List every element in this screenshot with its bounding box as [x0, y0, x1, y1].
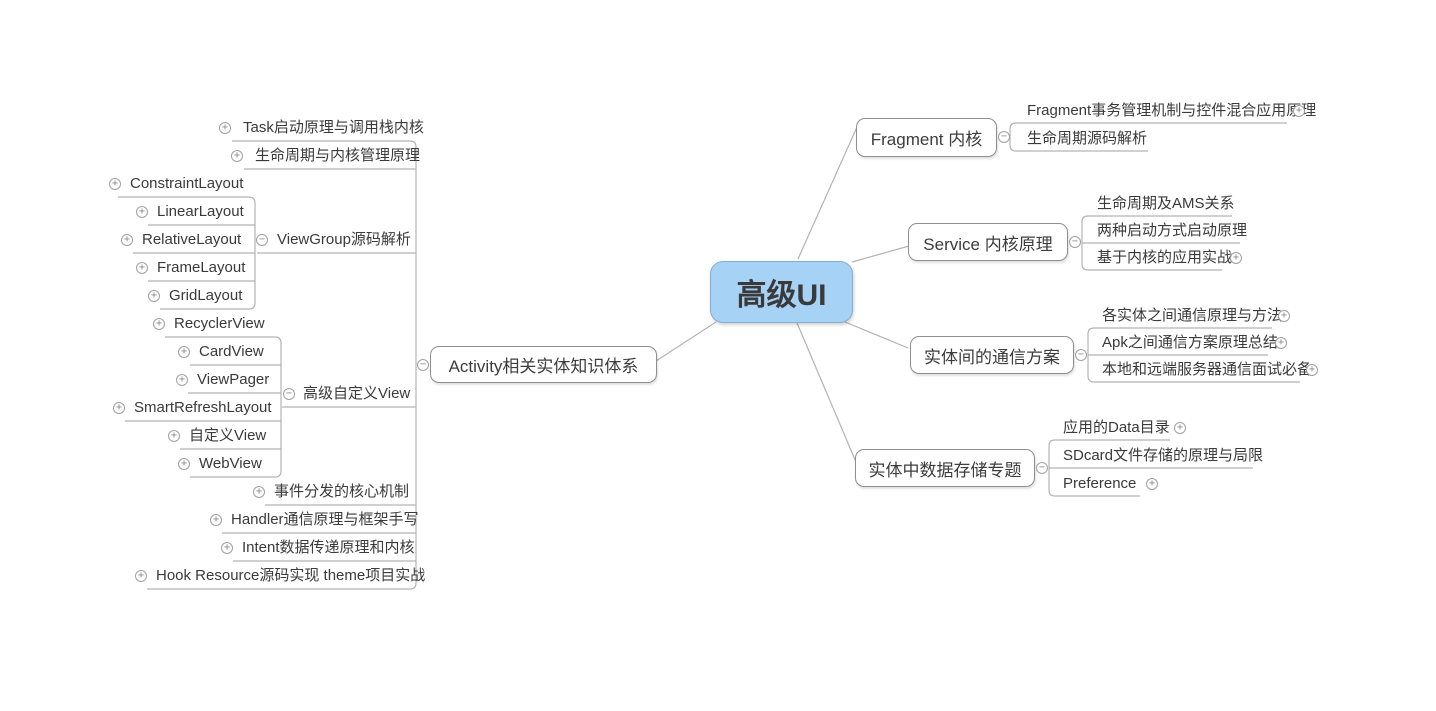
minus-toggle-icon[interactable]: −: [1075, 349, 1087, 361]
branch-service[interactable]: Service 内核原理: [908, 223, 1068, 261]
plus-toggle-icon[interactable]: +: [1174, 422, 1186, 434]
topic-smartrefreshlayout[interactable]: SmartRefreshLayout: [134, 399, 272, 416]
topic-recyclerview[interactable]: RecyclerView: [174, 315, 265, 332]
plus-toggle-icon[interactable]: +: [153, 318, 165, 330]
plus-toggle-icon[interactable]: +: [176, 374, 188, 386]
topic-entity-communication[interactable]: 各实体之间通信原理与方法: [1102, 307, 1283, 324]
branch-fragment[interactable]: Fragment 内核: [856, 118, 997, 157]
plus-toggle-icon[interactable]: +: [113, 402, 125, 414]
plus-toggle-icon[interactable]: +: [121, 234, 133, 246]
central-topic[interactable]: 高级UI: [710, 261, 853, 323]
plus-toggle-icon[interactable]: +: [136, 262, 148, 274]
topic-service-kernel-practice[interactable]: 基于内核的应用实战: [1097, 249, 1233, 266]
topic-constraintlayout[interactable]: ConstraintLayout: [130, 175, 244, 192]
topic-hook-resource[interactable]: Hook Resource源码实现 theme项目实战: [156, 567, 426, 584]
topic-linearlayout[interactable]: LinearLayout: [157, 203, 244, 220]
topic-fragment-lifecycle[interactable]: 生命周期源码解析: [1027, 130, 1148, 147]
topic-framelayout[interactable]: FrameLayout: [157, 259, 246, 276]
plus-toggle-icon[interactable]: +: [109, 178, 121, 190]
plus-toggle-icon[interactable]: +: [231, 150, 243, 162]
topic-apk-communication[interactable]: Apk之间通信方案原理总结: [1102, 334, 1278, 351]
topic-service-lifecycle-ams[interactable]: 生命周期及AMS关系: [1097, 195, 1235, 212]
plus-toggle-icon[interactable]: +: [135, 570, 147, 582]
plus-toggle-icon[interactable]: +: [1230, 252, 1242, 264]
plus-toggle-icon[interactable]: +: [221, 542, 233, 554]
topic-remote-server-communication[interactable]: 本地和远端服务器通信面试必备: [1102, 361, 1313, 378]
plus-toggle-icon[interactable]: +: [253, 486, 265, 498]
topic-sdcard-storage[interactable]: SDcard文件存储的原理与局限: [1063, 447, 1264, 464]
topic-task-stack[interactable]: Task启动原理与调用栈内核: [243, 119, 424, 136]
topic-fragment-transaction[interactable]: Fragment事务管理机制与控件混合应用原理: [1027, 102, 1317, 119]
topic-viewpager[interactable]: ViewPager: [197, 371, 270, 388]
topic-gridlayout[interactable]: GridLayout: [169, 287, 243, 304]
plus-toggle-icon[interactable]: +: [178, 346, 190, 358]
minus-toggle-icon[interactable]: −: [417, 359, 429, 371]
topic-viewgroup-source[interactable]: ViewGroup源码解析: [277, 231, 411, 248]
branch-activity[interactable]: Activity相关实体知识体系: [430, 346, 657, 383]
plus-toggle-icon[interactable]: +: [1275, 337, 1287, 349]
topic-lifecycle-kernel[interactable]: 生命周期与内核管理原理: [255, 147, 421, 164]
topic-advanced-custom-view[interactable]: 高级自定义View: [303, 385, 411, 402]
topic-custom-view[interactable]: 自定义View: [189, 427, 267, 444]
plus-toggle-icon[interactable]: +: [1278, 310, 1290, 322]
plus-toggle-icon[interactable]: +: [148, 290, 160, 302]
minus-toggle-icon[interactable]: −: [1069, 236, 1081, 248]
topic-handler[interactable]: Handler通信原理与框架手写: [231, 511, 419, 528]
plus-toggle-icon[interactable]: +: [1293, 105, 1305, 117]
minus-toggle-icon[interactable]: −: [1036, 462, 1048, 474]
plus-toggle-icon[interactable]: +: [210, 514, 222, 526]
topic-data-directory[interactable]: 应用的Data目录: [1063, 419, 1170, 436]
topic-event-dispatch[interactable]: 事件分发的核心机制: [274, 483, 410, 500]
plus-toggle-icon[interactable]: +: [178, 458, 190, 470]
topic-webview[interactable]: WebView: [199, 455, 262, 472]
branch-storage[interactable]: 实体中数据存储专题: [855, 449, 1035, 487]
topic-relativelayout[interactable]: RelativeLayout: [142, 231, 242, 248]
minus-toggle-icon[interactable]: −: [256, 234, 268, 246]
minus-toggle-icon[interactable]: −: [283, 388, 295, 400]
plus-toggle-icon[interactable]: +: [168, 430, 180, 442]
topic-preference[interactable]: Preference: [1063, 475, 1137, 492]
topic-intent[interactable]: Intent数据传递原理和内核: [242, 539, 415, 556]
plus-toggle-icon[interactable]: +: [1306, 364, 1318, 376]
plus-toggle-icon[interactable]: +: [136, 206, 148, 218]
branch-communication[interactable]: 实体间的通信方案: [910, 336, 1074, 374]
topic-cardview[interactable]: CardView: [199, 343, 264, 360]
plus-toggle-icon[interactable]: +: [219, 122, 231, 134]
topic-service-start-modes[interactable]: 两种启动方式启动原理: [1097, 222, 1248, 239]
minus-toggle-icon[interactable]: −: [998, 131, 1010, 143]
plus-toggle-icon[interactable]: +: [1146, 478, 1158, 490]
